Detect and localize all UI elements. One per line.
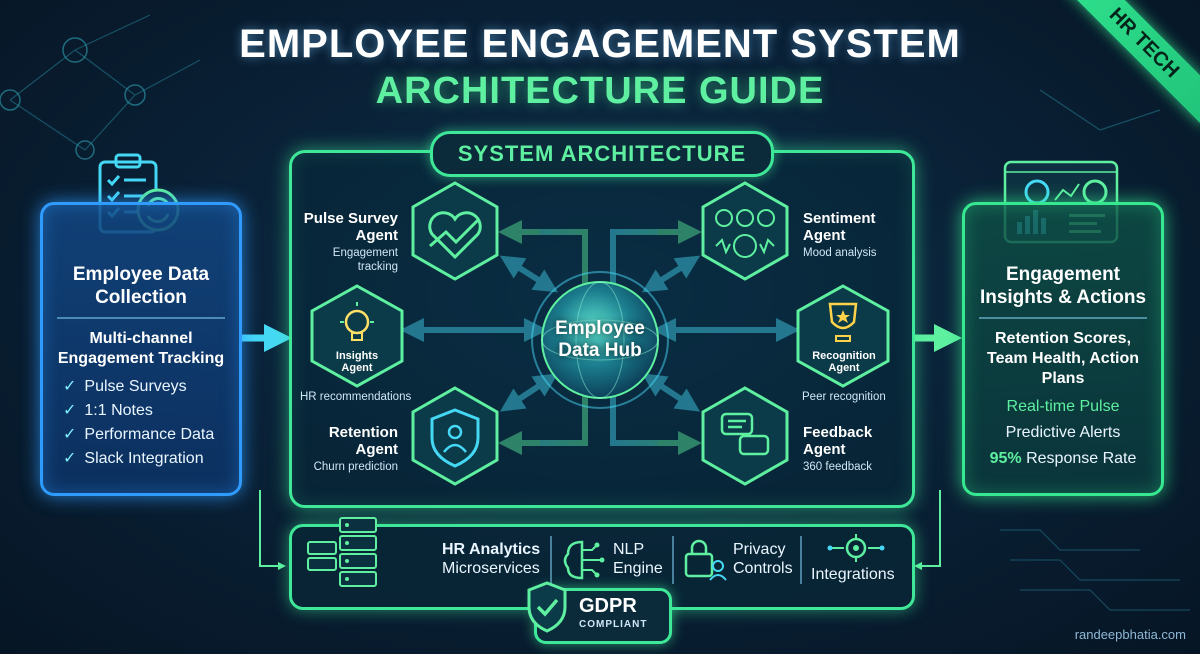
gdpr-badge: GDPR COMPLIANT — [527, 581, 672, 644]
right-panel-subtitle-2: Team Health, Action — [986, 350, 1140, 367]
server-rack-icon — [307, 517, 377, 587]
left-panel-title-1: Employee Data — [72, 264, 210, 285]
left-panel-subtitle-2: Engagement Tracking — [57, 350, 225, 367]
bottom-divider — [550, 536, 552, 584]
recognition-hex — [796, 284, 890, 388]
right-panel-subtitle-3: Plans — [1041, 370, 1085, 387]
right-panel-title-1: Engagement — [1005, 264, 1121, 285]
gdpr-text: GDPR — [579, 595, 637, 617]
recognition-agent-label: Recognition Agent — [812, 350, 876, 374]
trophy-icon — [828, 302, 858, 330]
heart-trend-icon — [428, 211, 482, 260]
list-item: ✓Pulse Surveys — [63, 378, 187, 395]
chat-bubbles-icon — [720, 412, 770, 456]
pulse-survey-agent-label: Pulse Survey Agent Engagement tracking — [303, 210, 398, 273]
insights-hex — [310, 284, 404, 388]
check-icon: ✓ — [63, 426, 77, 443]
gear-network-icon — [827, 534, 885, 562]
realtime-pulse-text: Real-time Pulse — [1006, 398, 1120, 415]
check-icon: ✓ — [63, 450, 77, 467]
insights-agent-desc: HR recommendations — [300, 391, 412, 403]
list-item: ✓Performance Data — [63, 426, 215, 443]
engagement-insights-panel: Engagement Insights & Actions Retention … — [962, 202, 1164, 496]
emoji-faces-icon — [715, 209, 775, 258]
retention-agent-label: Retention Agent Churn prediction — [313, 424, 398, 473]
employee-data-collection-panel: Employee Data Collection Multi-channel E… — [40, 202, 242, 496]
nlp-engine-label: NLP Engine — [613, 541, 663, 577]
bottom-divider — [800, 536, 802, 584]
system-architecture-label: SYSTEM ARCHITECTURE — [430, 131, 774, 177]
brain-circuit-icon — [563, 540, 605, 580]
left-panel-title-2: Collection — [95, 287, 187, 308]
check-icon: ✓ — [63, 378, 77, 395]
left-panel-divider — [57, 317, 225, 319]
right-panel-divider — [979, 317, 1147, 319]
list-item: ✓1:1 Notes — [63, 402, 153, 419]
right-panel-subtitle-1: Retention Scores, — [994, 330, 1132, 347]
bottom-divider — [672, 536, 674, 584]
predictive-alerts-text: Predictive Alerts — [1005, 424, 1121, 441]
integrations-label: Integrations — [811, 566, 895, 583]
response-rate-text: 95% Response Rate — [989, 450, 1137, 467]
feedback-agent-label: Feedback Agent 360 feedback — [803, 424, 873, 473]
page-subtitle: ARCHITECTURE GUIDE — [375, 70, 825, 112]
list-item: ✓Slack Integration — [63, 450, 204, 467]
sentiment-agent-label: Sentiment Agent Mood analysis — [803, 210, 877, 259]
right-panel-title-2: Insights & Actions — [979, 287, 1147, 308]
shield-check-icon — [527, 581, 567, 633]
privacy-controls-label: Privacy Controls — [733, 541, 793, 577]
data-source-list: ✓Pulse Surveys ✓1:1 Notes ✓Performance D… — [43, 375, 239, 471]
sentiment-hex — [701, 181, 789, 281]
lock-person-icon — [684, 539, 727, 581]
page-title: EMPLOYEE ENGAGEMENT SYSTEM — [239, 22, 961, 66]
hr-analytics-label: HR Analytics Microservices — [442, 541, 541, 577]
pulse-survey-hex — [411, 181, 499, 281]
retention-hex — [411, 386, 499, 486]
check-icon: ✓ — [63, 402, 77, 419]
person-shield-icon — [430, 408, 480, 468]
insights-agent-label: Insights Agent — [335, 350, 379, 374]
hub-label: Employee Data Hub — [555, 318, 645, 361]
feedback-hex — [701, 386, 789, 486]
compliant-text: COMPLIANT — [579, 619, 648, 630]
left-panel-subtitle-1: Multi-channel — [89, 330, 193, 347]
response-rate-value: 95% — [989, 450, 1022, 467]
site-credit: randeepbhatia.com — [1074, 627, 1186, 642]
recognition-agent-desc: Peer recognition — [802, 391, 886, 403]
